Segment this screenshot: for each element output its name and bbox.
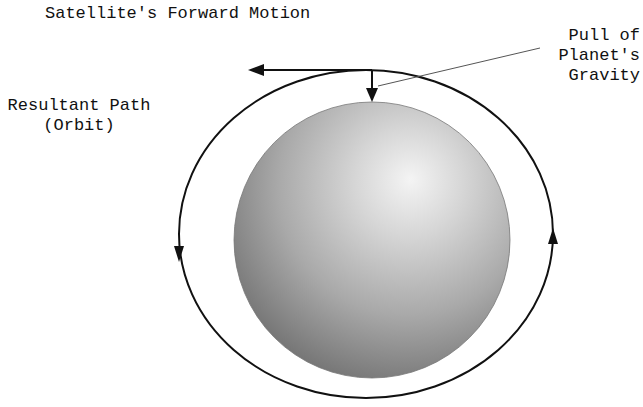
arrow-label: Satellite's Forward Motion — [45, 4, 345, 24]
orbit-arrowhead — [548, 228, 558, 244]
planet — [234, 102, 510, 378]
orbit-arrowhead — [174, 246, 184, 262]
gravity-arrow — [371, 70, 373, 90]
path-label: Resultant Path (Orbit) — [4, 96, 154, 136]
arrow-label-box: Pull of Planet's Gravity — [546, 26, 640, 86]
path-label-box: Resultant Path (Orbit) — [4, 96, 154, 136]
leader-line — [378, 48, 540, 86]
arrowhead — [248, 64, 264, 76]
arrow-label-box: Satellite's Forward Motion — [45, 4, 345, 24]
forward-motion-arrow — [262, 69, 372, 71]
arrow-label: Pull of Planet's Gravity — [546, 26, 640, 86]
orbit-path — [179, 70, 553, 398]
arrowhead — [366, 88, 378, 102]
